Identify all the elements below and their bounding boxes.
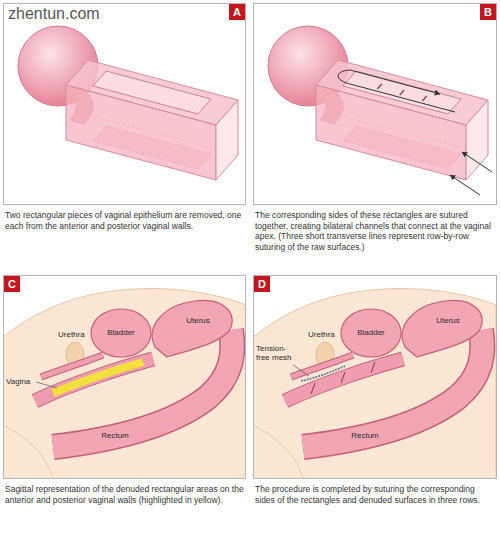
denuded-area xyxy=(53,362,143,393)
anatomy-label: Urethra xyxy=(308,331,335,340)
panel-letter: D xyxy=(254,276,270,292)
panel-caption: Sagittal representation of the denuded r… xyxy=(5,484,244,505)
panel-frame xyxy=(253,275,497,479)
anatomy-label: Tension-free mesh xyxy=(256,345,296,363)
panel-frame xyxy=(3,3,246,205)
channel-arrow xyxy=(450,175,480,195)
panel-caption: Two rectangular pieces of vaginal epithe… xyxy=(5,210,244,231)
panel-letter: C xyxy=(4,276,20,292)
pelvis-anatomy xyxy=(253,289,496,479)
anatomy-label: Bladder xyxy=(357,329,385,338)
figure-panel: D The procedure is completed by suturing … xyxy=(253,275,497,505)
panel-frame xyxy=(253,3,497,205)
suture-line xyxy=(377,84,381,89)
panel-frame xyxy=(3,275,246,479)
suture-line xyxy=(422,96,426,101)
anatomy-label: Bladder xyxy=(107,329,135,338)
anatomy-label: Vagina xyxy=(6,378,30,387)
figure-panel: A Two rectangular pieces of vaginal epith… xyxy=(3,3,246,231)
anatomy-label: Urethra xyxy=(58,331,85,340)
channel-arrow xyxy=(462,152,492,172)
watermark: zhentun.com xyxy=(8,5,100,23)
channel-arrow xyxy=(338,70,455,112)
panel-caption: The procedure is completed by suturing t… xyxy=(255,484,495,505)
figure-panel: C Sagittal representation of the denuded … xyxy=(3,275,246,505)
anatomy-label: Uterus xyxy=(186,317,210,326)
anatomy-label: Rectum xyxy=(101,432,129,441)
sagittal-view xyxy=(253,289,496,479)
vagina-tube xyxy=(268,26,488,180)
anatomy-label: Rectum xyxy=(351,432,379,441)
pelvis-anatomy xyxy=(3,289,246,479)
suture-row xyxy=(311,383,315,394)
mesh-sling xyxy=(301,366,345,381)
vagina-tube xyxy=(18,26,238,180)
anatomy-label: Uterus xyxy=(436,317,460,326)
suture-line xyxy=(400,90,404,95)
suture-row xyxy=(341,372,345,383)
leader-line xyxy=(293,365,309,376)
panel-letter: B xyxy=(480,4,496,20)
panel-caption: The corresponding sides of these rectang… xyxy=(255,210,495,253)
figure-panel: B The corresponding sides of these rectan… xyxy=(253,3,497,253)
panel-letter: A xyxy=(229,4,245,20)
suture-row xyxy=(371,362,375,373)
leader-line xyxy=(36,382,57,388)
sagittal-view xyxy=(3,289,246,479)
suture-lines xyxy=(377,84,426,101)
